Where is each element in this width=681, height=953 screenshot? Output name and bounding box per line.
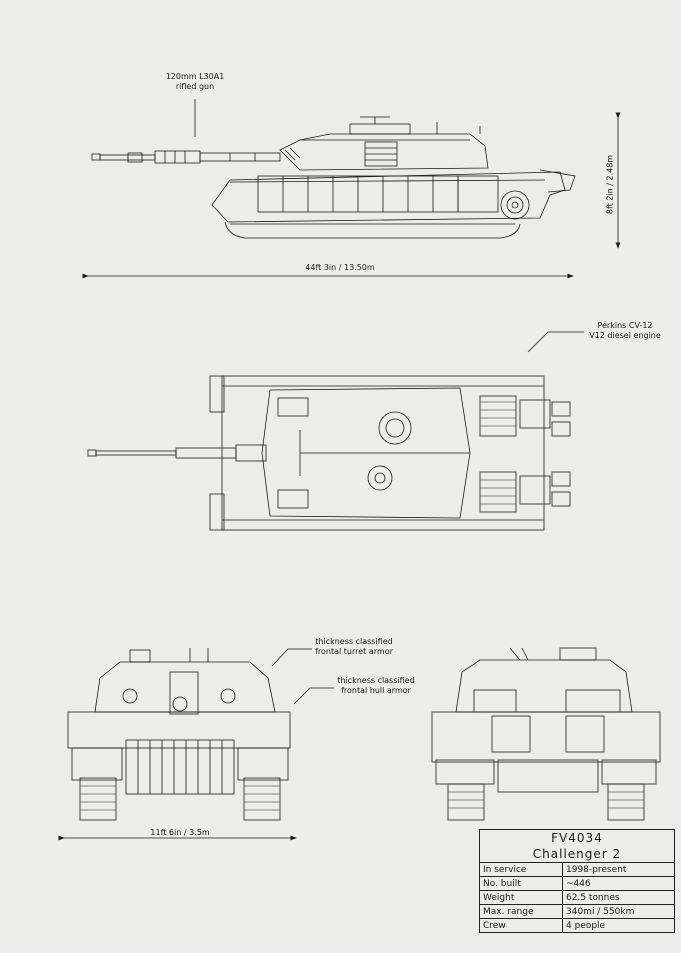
spec-row: In service 1998-present xyxy=(479,862,675,877)
turret-armor-line2: frontal turret armor xyxy=(315,647,393,656)
spec-value: 62.5 tonnes xyxy=(562,890,675,905)
spec-label: Weight xyxy=(479,890,563,905)
length-dimension-label: 44ft 3in / 13.50m xyxy=(305,263,375,272)
spec-label: Crew xyxy=(479,918,563,933)
spec-value: 1998-present xyxy=(562,862,675,877)
spec-name: Challenger 2 xyxy=(479,846,675,863)
spec-label: No. built xyxy=(479,876,563,891)
engine-annotation-line1: Perkins CV-12 xyxy=(597,321,653,330)
spec-designation: FV4034 xyxy=(479,829,675,846)
spec-label: Max. range xyxy=(479,904,563,919)
rear-view xyxy=(431,647,661,821)
spec-row: No. built ~446 xyxy=(479,876,675,891)
engine-annotation-line2: V12 diesel engine xyxy=(589,331,661,340)
engine-annotation: Perkins CV-12 V12 diesel engine xyxy=(580,321,670,341)
height-dimension-label: 8ft 2in / 2.48m xyxy=(605,154,615,215)
hull-armor-annotation: thickness classified frontal hull armor xyxy=(328,676,424,696)
spec-label: In service xyxy=(479,862,563,877)
hull-armor-line2: frontal hull armor xyxy=(341,686,411,695)
spec-value: ~446 xyxy=(562,876,675,891)
spec-row: Weight 62.5 tonnes xyxy=(479,890,675,905)
hull-armor-line1: thickness classified xyxy=(337,676,415,685)
top-view xyxy=(87,375,571,531)
side-view xyxy=(91,116,576,239)
turret-armor-annotation: thickness classified frontal turret armo… xyxy=(306,637,402,657)
turret-armor-line1: thickness classified xyxy=(315,637,393,646)
spec-row: Crew 4 people xyxy=(479,918,675,933)
gun-annotation: 120mm L30A1 rifled gun xyxy=(150,72,240,92)
spec-row: Max. range 340mi / 550km xyxy=(479,904,675,919)
front-view xyxy=(67,648,291,821)
gun-annotation-line2: rifled gun xyxy=(175,82,215,91)
gun-annotation-line1: 120mm L30A1 xyxy=(165,72,225,81)
spec-table: FV4034 Challenger 2 In service 1998-pres… xyxy=(479,829,675,933)
width-dimension-label: 11ft 6in / 3.5m xyxy=(150,828,210,837)
spec-value: 4 people xyxy=(562,918,675,933)
spec-value: 340mi / 550km xyxy=(562,904,675,919)
